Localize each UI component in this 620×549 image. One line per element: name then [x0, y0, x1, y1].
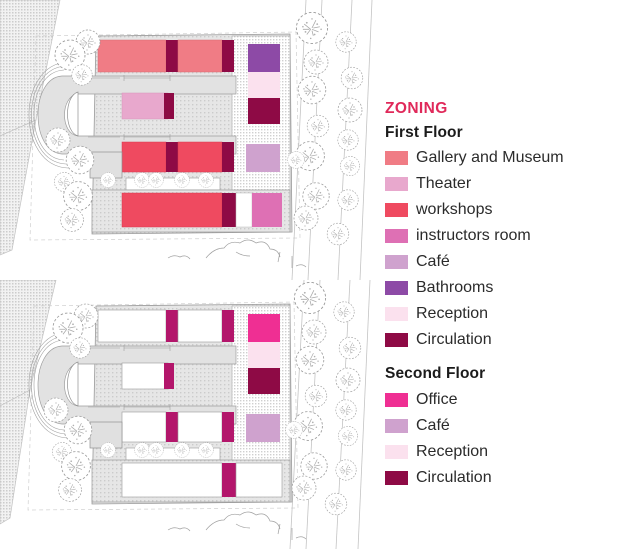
legend-swatch-cafe-second: [385, 419, 408, 433]
room-white-4: [121, 411, 167, 443]
legend-item-instructors-room: instructors room: [384, 223, 620, 249]
reception-block: [248, 342, 280, 368]
legend-label-circulation: Circulation: [416, 331, 492, 349]
legend-item-cafe-second: Café: [384, 413, 620, 439]
site-wedge-left-lower: [0, 119, 37, 256]
circulation-band-1: [166, 310, 178, 342]
legend-swatch-cafe: [385, 255, 408, 270]
gallery-bar-left: [97, 39, 167, 73]
dimension-lines: [88, 75, 171, 140]
gap-white-bottom: [235, 192, 253, 228]
legend-title: ZONING: [385, 100, 448, 117]
bathrooms-block: [248, 44, 280, 72]
circulation-band-6: [222, 193, 236, 227]
legend-label-gallery-and-museum: Gallery and Museum: [416, 149, 564, 167]
site-wedge-left-lower: [0, 389, 31, 525]
reception-block: [248, 72, 280, 98]
room-white-3: [121, 362, 169, 390]
courtyard-inner-tip: [67, 91, 79, 137]
room-white-2: [177, 309, 223, 343]
legend-swatch-workshops: [385, 203, 408, 218]
legend-group-second-floor: Second Floor Office Café Reception Circu…: [384, 365, 620, 491]
dimension-lines: [88, 345, 171, 410]
circulation-band-4: [166, 412, 178, 442]
legend-item-theater: Theater: [384, 171, 620, 197]
shrub-sketch: [167, 239, 307, 268]
legend-item-office: Office: [384, 387, 620, 413]
room-white-1: [97, 309, 167, 343]
legend-label-instructors-room: instructors room: [416, 227, 531, 245]
circulation-band-6: [222, 463, 236, 497]
legend-item-bathrooms: Bathrooms: [384, 275, 620, 301]
shrub-sketch: [167, 511, 307, 540]
room-white-5: [177, 411, 223, 443]
legend-swatch-circulation: [385, 333, 408, 348]
legend-label-circulation-second: Circulation: [416, 469, 492, 486]
circulation-band-5: [222, 142, 234, 172]
instructors-room-block: [252, 193, 282, 227]
legend-group-title-second-floor: Second Floor: [385, 365, 486, 383]
legend-label-bathrooms: Bathrooms: [416, 279, 494, 297]
cafe-block: [246, 414, 280, 442]
legend-swatch-reception-second: [385, 445, 408, 459]
circulation-band-1: [166, 40, 178, 72]
legend-swatch-reception: [385, 307, 408, 322]
legend-swatch-gallery-and-museum: [385, 151, 408, 166]
circulation-band-4: [166, 142, 178, 172]
legend-label-theater: Theater: [416, 175, 472, 193]
workshops-bar-left: [121, 141, 167, 173]
legend-label-office: Office: [416, 391, 458, 408]
circulation-band-5: [222, 412, 234, 442]
legend-group-first-floor: First Floor Gallery and Museum Theater w…: [384, 124, 620, 354]
circulation-band-2: [222, 40, 234, 72]
circulation-core: [248, 98, 280, 124]
gallery-bar-right: [177, 39, 223, 73]
legend-label-workshops: workshops: [416, 201, 493, 219]
legend-item-gallery-and-museum: Gallery and Museum: [384, 145, 620, 171]
legend-swatch-bathrooms: [385, 281, 408, 296]
second-floor-plan: [0, 280, 380, 549]
office-block: [248, 314, 280, 342]
legend-item-reception: Reception: [384, 301, 620, 327]
legend-swatch-circulation-second: [385, 471, 408, 485]
legend-label-cafe-second: Café: [416, 417, 450, 434]
first-floor-plan: [0, 0, 380, 280]
room-white-6: [121, 462, 223, 498]
circulation-band-3: [164, 363, 174, 389]
legend-item-circulation: Circulation: [384, 327, 620, 353]
theater-block: [121, 92, 169, 120]
legend-group-title-first-floor: First Floor: [385, 123, 463, 141]
zoning-legend: ZONING First Floor Gallery and Museum Th…: [384, 100, 620, 491]
legend-label-reception: Reception: [416, 305, 489, 323]
legend-item-reception-second: Reception: [384, 439, 620, 465]
legend-item-cafe: Café: [384, 249, 620, 275]
circulation-band-3: [164, 93, 174, 119]
legend-swatch-theater: [385, 177, 408, 192]
legend-label-reception-second: Reception: [416, 443, 489, 460]
legend-swatch-instructors-room: [385, 229, 408, 244]
legend-swatch-office: [385, 393, 408, 407]
circulation-core: [248, 368, 280, 394]
legend-label-cafe: Café: [416, 253, 450, 271]
workshops-bar-right: [177, 141, 223, 173]
legend-item-circulation-second: Circulation: [384, 465, 620, 491]
circulation-band-2: [222, 310, 234, 342]
legend-item-workshops: workshops: [384, 197, 620, 223]
workshops-bar-bottom: [121, 192, 223, 228]
room-white-7: [235, 462, 283, 498]
cafe-block: [246, 144, 280, 172]
courtyard-inner-tip: [67, 361, 79, 407]
